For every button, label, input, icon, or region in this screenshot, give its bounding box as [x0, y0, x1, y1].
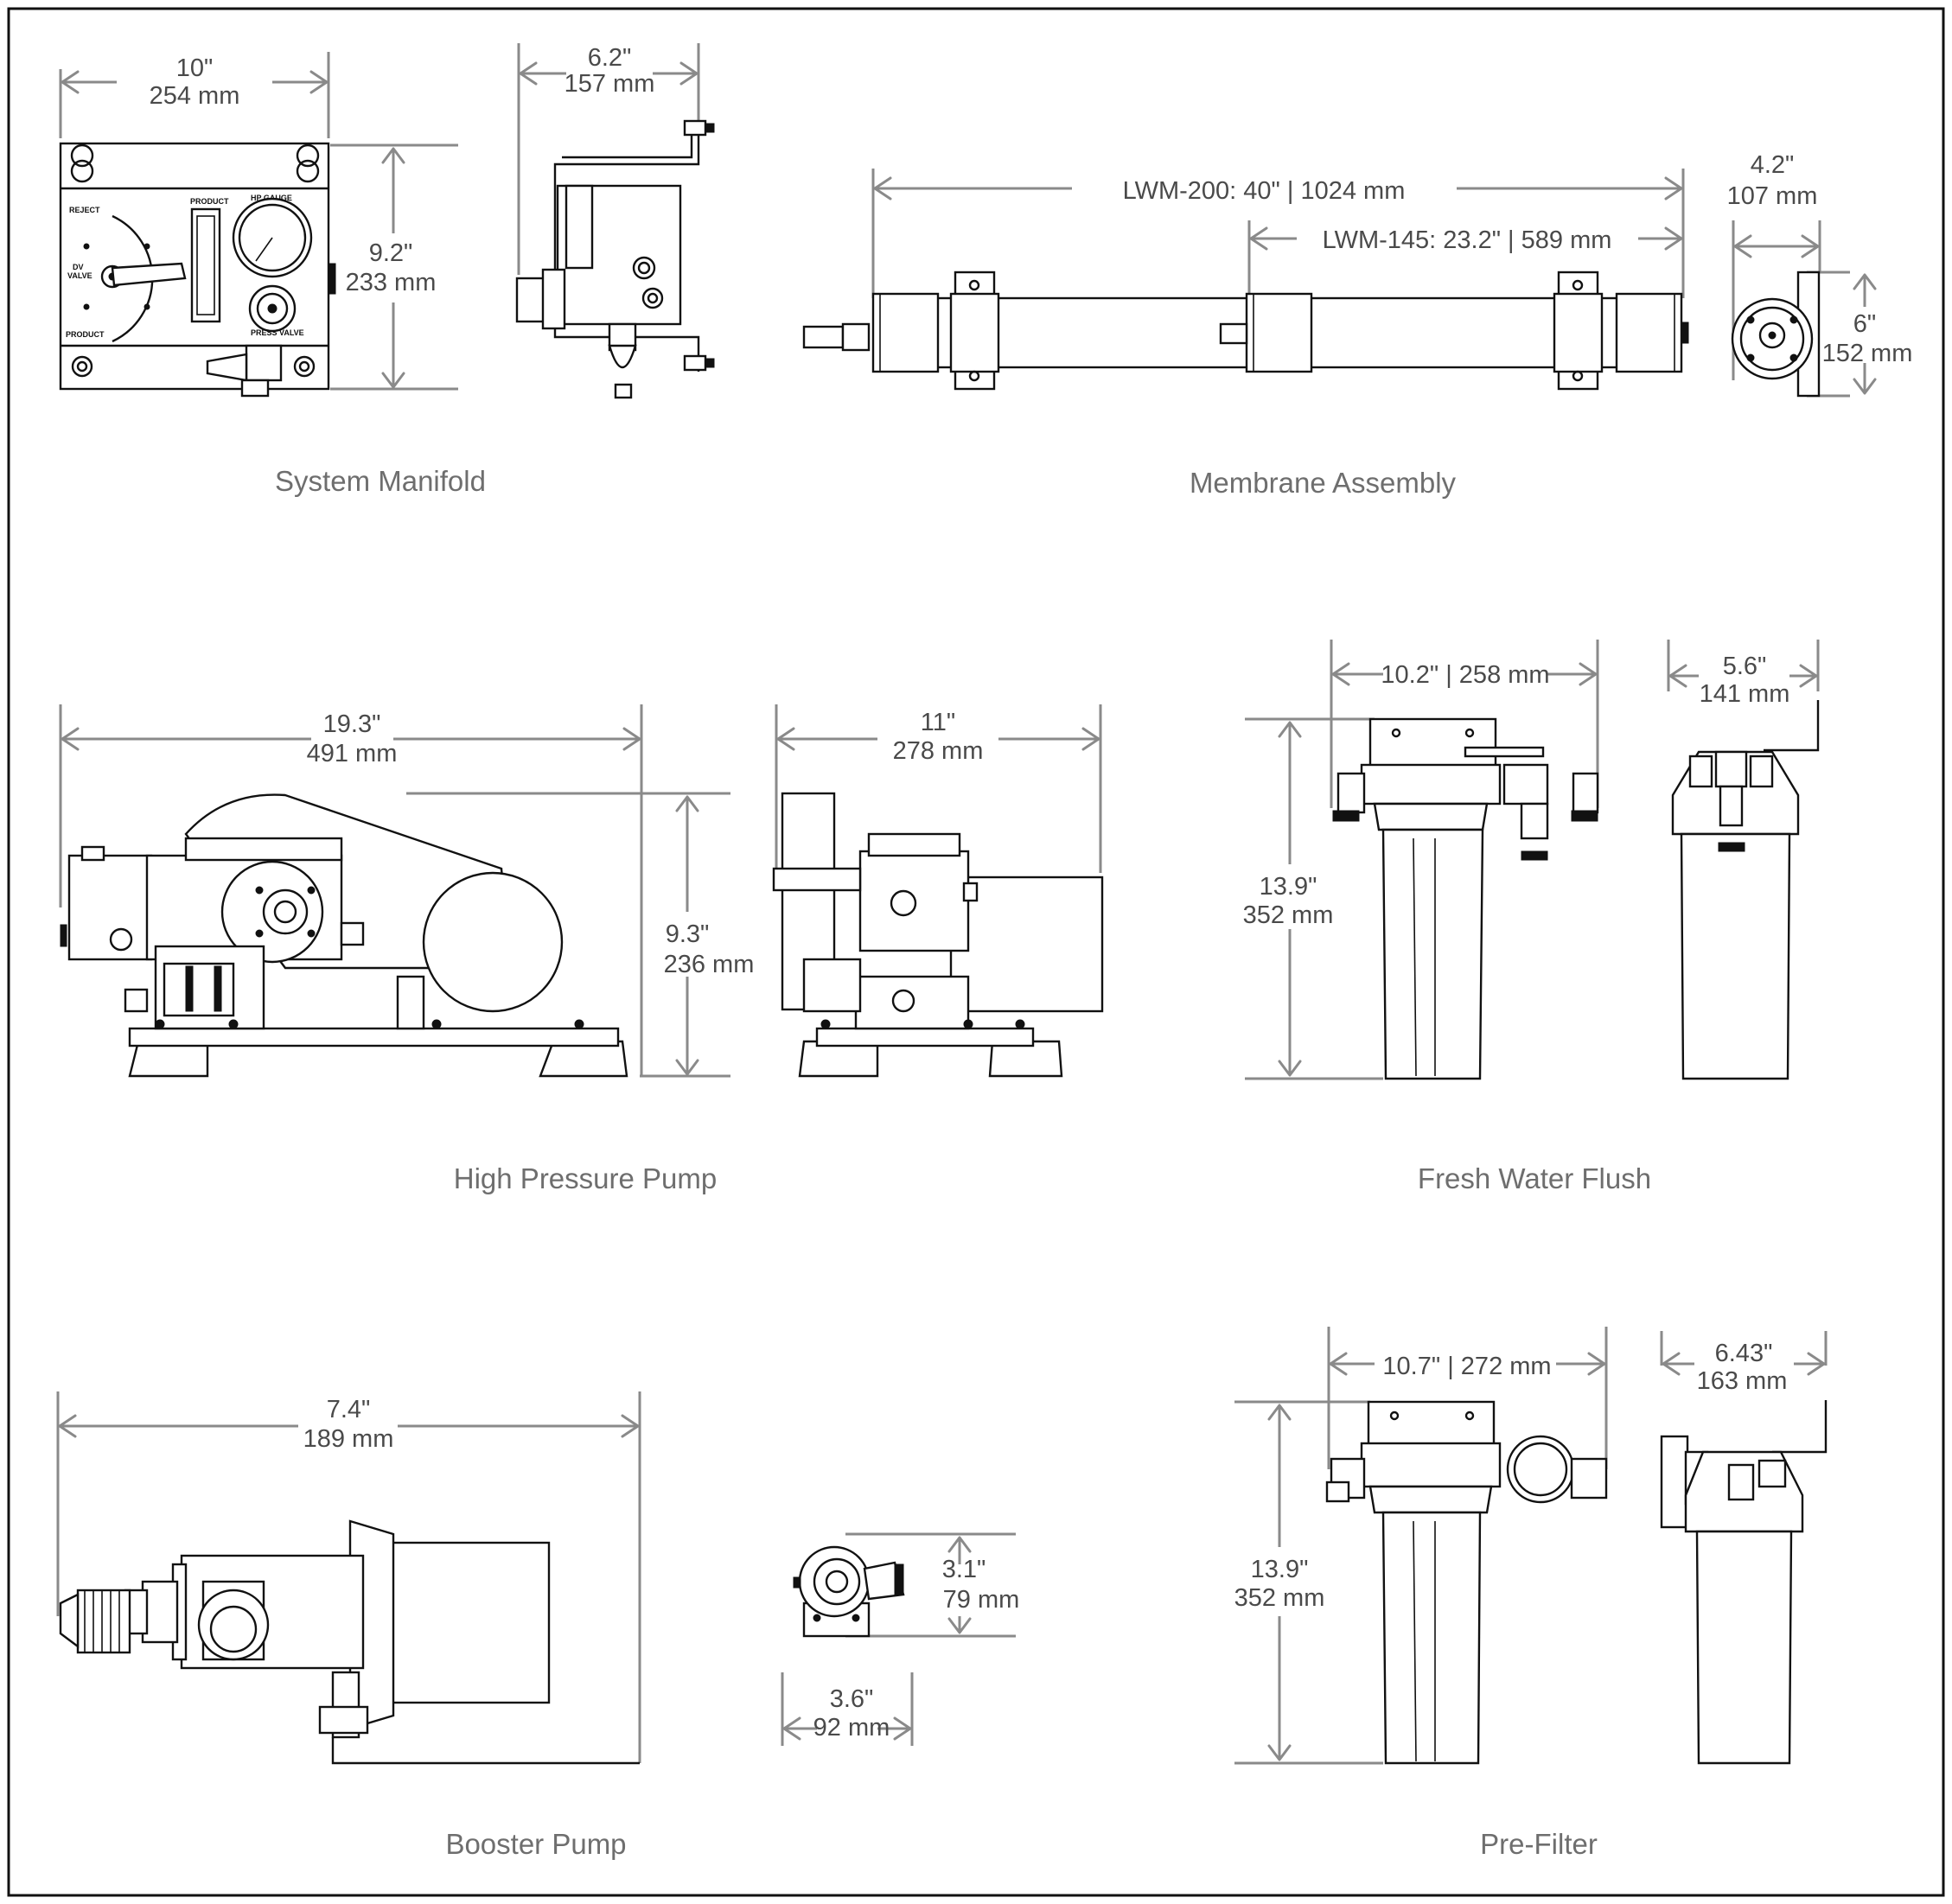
flush-width: 10.2" | 258 mm [1381, 661, 1549, 689]
membrane-assembly-group: LWM-200: 40" | 1024 mm LWM-145: 23.2" | … [802, 151, 1913, 499]
manifold-press-valve-label: PRESS VALVE [251, 328, 304, 337]
membrane-lwm200: LWM-200: 40" | 1024 mm [1123, 177, 1406, 205]
membrane-end-width-in: 4.2" [1751, 151, 1795, 179]
booster-length-mm: 189 mm [303, 1425, 394, 1453]
manifold-height-in: 9.2" [369, 239, 413, 267]
prefilter-height-in: 13.9" [1251, 1556, 1309, 1583]
caption-membrane-assembly: Membrane Assembly [1190, 467, 1457, 499]
booster-pump-group: 7.4" 189 mm 3.6" 92 mm 3.1" 79 mm [56, 1391, 1020, 1860]
manifold-product-top-label: PRODUCT [190, 197, 229, 206]
flush-depth-mm: 141 mm [1700, 680, 1790, 708]
hp-pump-length-mm: 491 mm [307, 740, 398, 767]
booster-width-mm: 92 mm [813, 1714, 890, 1742]
caption-system-manifold: System Manifold [275, 465, 486, 497]
hp-pump-width-in: 11" [921, 709, 955, 736]
page-border [7, 7, 1945, 1897]
manifold-depth-mm: 157 mm [565, 70, 655, 98]
high-pressure-pump-group: 19.3" 491 mm 9.3" 236 mm 11 [59, 704, 1104, 1194]
manifold-width-mm: 254 mm [150, 82, 240, 110]
manifold-width-in: 10" [176, 54, 214, 82]
pre-filter-group: 10.7" | 272 mm 13.9" 352 mm 6.43" 163 mm… [1234, 1327, 1828, 1860]
prefilter-depth-in: 6.43" [1715, 1340, 1773, 1367]
fresh-water-flush-group: 10.2" | 258 mm 13.9" 352 mm 5.6" 141 mm [1243, 640, 1820, 1194]
flush-height-mm: 352 mm [1243, 901, 1334, 929]
flush-height-in: 13.9" [1260, 873, 1317, 901]
hp-pump-width-mm: 278 mm [893, 737, 984, 765]
prefilter-width: 10.7" | 272 mm [1382, 1353, 1551, 1380]
manifold-depth-in: 6.2" [588, 44, 632, 72]
manifold-reject-label: REJECT [69, 206, 100, 214]
hp-pump-length-in: 19.3" [323, 710, 381, 738]
booster-height-in: 3.1" [942, 1556, 986, 1583]
membrane-lwm145: LWM-145: 23.2" | 589 mm [1323, 226, 1612, 254]
booster-width-in: 3.6" [830, 1685, 874, 1713]
membrane-end-width-mm: 107 mm [1727, 182, 1818, 210]
hp-pump-height-in: 9.3" [666, 920, 710, 948]
booster-height-mm: 79 mm [943, 1586, 1020, 1614]
membrane-end-height-mm: 152 mm [1822, 340, 1913, 367]
manifold-height-mm: 233 mm [346, 269, 437, 296]
caption-pre-filter: Pre-Filter [1480, 1828, 1598, 1860]
booster-length-in: 7.4" [327, 1396, 371, 1423]
caption-fresh-water-flush: Fresh Water Flush [1418, 1162, 1651, 1194]
membrane-end-height-in: 6" [1853, 310, 1876, 338]
manifold-dv-label: DV [73, 263, 84, 271]
system-manifold-group: 10" 254 mm 9.2" 233 mm REJECT DV VALVE P… [59, 43, 715, 497]
flush-depth-in: 5.6" [1723, 653, 1767, 680]
prefilter-depth-mm: 163 mm [1697, 1367, 1788, 1395]
prefilter-height-mm: 352 mm [1234, 1584, 1325, 1612]
hp-pump-height-mm: 236 mm [664, 951, 755, 978]
caption-booster-pump: Booster Pump [445, 1828, 626, 1860]
manifold-valve-label: VALVE [67, 271, 92, 280]
manifold-product-left-label: PRODUCT [66, 330, 105, 339]
caption-high-pressure-pump: High Pressure Pump [454, 1162, 717, 1194]
